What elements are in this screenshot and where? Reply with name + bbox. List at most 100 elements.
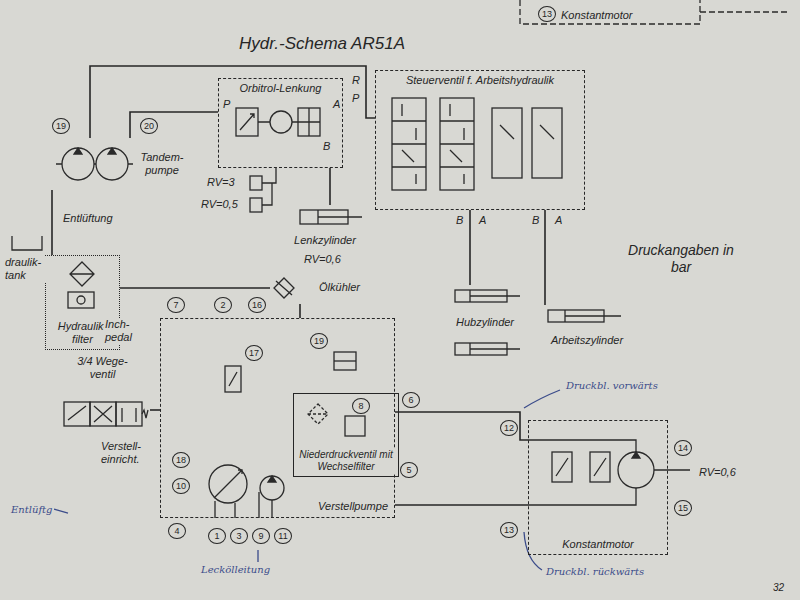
cylinder-rod [470, 290, 520, 302]
hydraulic-line [90, 66, 375, 138]
callout-number: 17 [245, 345, 263, 361]
bypass-valve [68, 292, 94, 308]
check-ball [77, 296, 85, 304]
callout-number: 19 [310, 333, 328, 349]
control-valve-block: Steuerventil f. Arbeitshydraulik [375, 70, 585, 210]
valve-symbol [225, 366, 241, 392]
callout-number: 19 [52, 118, 70, 134]
valve-arrow [229, 372, 237, 386]
motor-box: Konstantmotor [528, 420, 668, 555]
label: R [351, 74, 361, 87]
text-group: Konstantmotor [529, 538, 667, 551]
cylinder-rod [565, 310, 621, 322]
pump-box: Tandem- pumpe [45, 138, 195, 190]
hydraulic-line [150, 409, 160, 411]
label: 32 [772, 582, 785, 594]
handwritten-note: Druckbl. rückwärts [545, 566, 645, 578]
callout-number: 9 [252, 528, 270, 544]
relief-valve [250, 198, 262, 212]
callout-number: 11 [274, 528, 292, 544]
label: Entlüftung [62, 212, 114, 225]
label: B [531, 214, 540, 227]
motor-lines [528, 440, 690, 505]
node-label: Arbeitszylinder [550, 334, 624, 347]
label: Verstell- einricht. [100, 440, 158, 466]
label: A [332, 98, 341, 111]
callout-number: 15 [674, 500, 692, 516]
node-label: Konstantmotor [561, 538, 635, 551]
callout-number: 7 [167, 297, 185, 313]
valve-arrow [556, 458, 606, 476]
text-group: 3/4 Wege- ventil [55, 355, 150, 381]
callout-number: 18 [172, 452, 190, 468]
text-group: Arbeitszylinder [532, 334, 642, 347]
label: B [322, 140, 331, 153]
callout-number: 20 [140, 118, 158, 134]
label: Inch- pedal [104, 318, 146, 344]
text-group: Verstellpumpe [317, 500, 389, 513]
hydraulic-line [329, 168, 331, 205]
hydraulic-line [544, 210, 546, 305]
variable-pump [209, 465, 247, 503]
spool-lines [440, 104, 474, 184]
hydraulic-line [51, 190, 53, 255]
label: P [351, 92, 360, 105]
cylinder-rod [318, 210, 362, 224]
valve-square [64, 402, 90, 426]
hydraulic-line [395, 412, 528, 440]
label: P [222, 98, 231, 111]
text-group: Lenkzylinder [280, 234, 370, 247]
pump-group: Verstellpumpe Niederdruckventil mit Wechs… [160, 318, 395, 518]
pump-triangle [268, 476, 276, 482]
cylinder-box: Arbeitszylinder [532, 305, 642, 350]
filter-symbol [70, 262, 94, 286]
text-group: Orbitrol-Lenkung [219, 82, 342, 95]
node-label: Verstellpumpe [317, 500, 389, 513]
motor-symbol [618, 452, 654, 488]
cylinder-box: Lenkzylinder [280, 205, 370, 250]
label: Druckangaben in bar [620, 242, 742, 276]
cooler-box: Ölkühler [270, 272, 365, 304]
node-label: Hubzylinder [455, 316, 515, 329]
handwritten-note: Leckölleitung [200, 564, 271, 576]
text-group: Niederdruckventil mit Wechselfilter [294, 449, 398, 473]
callout-number: 13 [538, 6, 556, 22]
node-label: Lenkzylinder [293, 234, 357, 247]
node-label: Ölkühler [318, 281, 361, 294]
callout-number: 14 [674, 440, 692, 456]
label: RV=0,6 [303, 253, 342, 266]
label: RV=0,5 [200, 198, 239, 211]
valve-arrow [500, 125, 554, 139]
valve-symbol [236, 108, 258, 136]
valve-lines [334, 360, 356, 361]
node-label: Orbitrol-Lenkung [239, 82, 323, 95]
callout-number: 5 [400, 462, 418, 478]
hydraulic-line [395, 504, 528, 506]
label: Konstantmotor [560, 9, 634, 22]
directional-valve: 3/4 Wege- ventil [55, 352, 150, 434]
callout-number: 6 [402, 392, 420, 408]
callout-number: 2 [214, 297, 232, 313]
cylinder-box: Hubzylinder [445, 285, 525, 360]
callout-number: 10 [172, 478, 190, 494]
text-group: Steuerventil f. Arbeitshydraulik [376, 74, 584, 87]
metering-motor [270, 111, 292, 133]
handwritten-leader [54, 390, 560, 570]
node-label: Niederdruckventil mit Wechselfilter [294, 449, 398, 473]
valve-symbol [334, 352, 356, 370]
text-group: Ölkühler [318, 272, 361, 304]
feed-pump [260, 476, 284, 500]
hydraulic-line [120, 287, 270, 289]
label: RV=3 [206, 176, 236, 189]
hydraulic-line [469, 210, 471, 285]
label: draulik- tank [4, 256, 52, 282]
relief-valve [492, 108, 522, 178]
valve-filter-box: Niederdruckventil mit Wechselfilter [293, 393, 399, 477]
node-label: Steuerventil f. Arbeitshydraulik [405, 74, 555, 87]
pump-arrow [214, 470, 242, 498]
previous-page-lines [520, 0, 790, 24]
handwritten-note: Entlüftg [10, 504, 54, 516]
pump-shaft [56, 163, 134, 164]
callout-number: 8 [352, 398, 370, 414]
tank-symbol [12, 236, 42, 250]
